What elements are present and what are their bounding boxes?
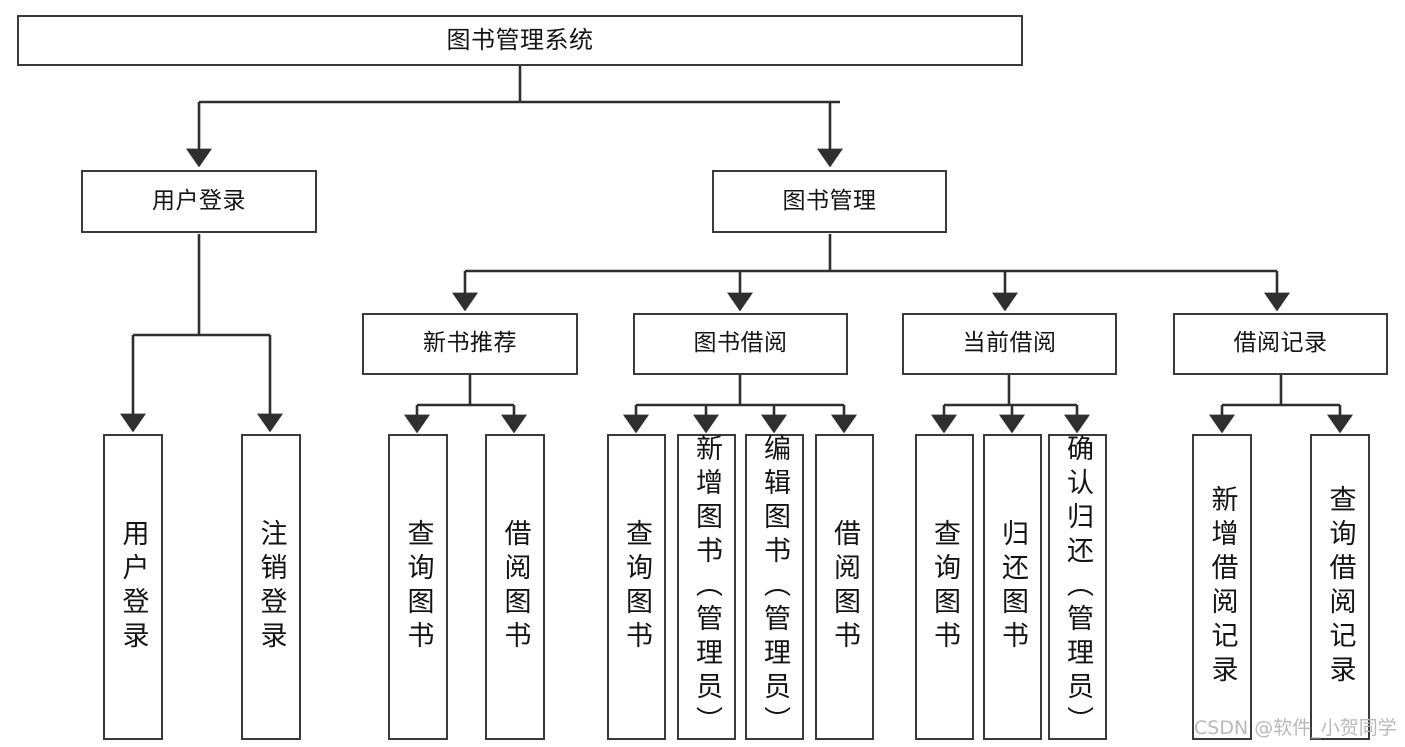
node-leaf-query-book-3[interactable]: 查询图书 — [915, 434, 974, 740]
node-leaf-query-record[interactable]: 查询借阅记录 — [1310, 434, 1370, 740]
node-current-borrow[interactable]: 当前借阅 — [902, 313, 1117, 375]
node-leaf-add-book-label: 新增图书（管理员） — [691, 434, 722, 740]
node-borrow-record-label: 借阅记录 — [1233, 330, 1328, 357]
node-user-login-label: 用户登录 — [152, 187, 246, 214]
node-leaf-edit-book-label: 编辑图书（管理员） — [759, 434, 790, 740]
node-leaf-query-book-3-label: 查询图书 — [929, 519, 960, 655]
node-leaf-query-book-1[interactable]: 查询图书 — [388, 434, 448, 740]
node-new-book-recommend[interactable]: 新书推荐 — [362, 313, 578, 375]
node-leaf-query-book-1-label: 查询图书 — [402, 519, 434, 655]
node-leaf-user-logout-label: 注销登录 — [255, 519, 287, 655]
node-book-borrow[interactable]: 图书借阅 — [633, 313, 848, 375]
node-leaf-user-login-label: 用户登录 — [117, 519, 149, 655]
node-leaf-borrow-book-2-label: 借阅图书 — [829, 519, 860, 655]
node-leaf-query-book-2[interactable]: 查询图书 — [607, 434, 666, 740]
node-borrow-record[interactable]: 借阅记录 — [1173, 313, 1388, 375]
node-leaf-add-book[interactable]: 新增图书（管理员） — [677, 434, 736, 740]
node-leaf-borrow-book-2[interactable]: 借阅图书 — [815, 434, 874, 740]
node-leaf-edit-book[interactable]: 编辑图书（管理员） — [745, 434, 804, 740]
node-leaf-user-login[interactable]: 用户登录 — [103, 434, 163, 740]
node-leaf-borrow-book-1-label: 借阅图书 — [499, 519, 531, 655]
node-leaf-return-book[interactable]: 归还图书 — [983, 434, 1042, 740]
node-leaf-borrow-book-1[interactable]: 借阅图书 — [485, 434, 545, 740]
node-book-manage[interactable]: 图书管理 — [712, 170, 947, 233]
node-book-borrow-label: 图书借阅 — [693, 330, 788, 357]
node-root[interactable]: 图书管理系统 — [17, 15, 1023, 66]
node-leaf-return-book-label: 归还图书 — [997, 519, 1028, 655]
node-leaf-confirm-return[interactable]: 确认归还（管理员） — [1048, 434, 1107, 740]
node-new-book-recommend-label: 新书推荐 — [423, 330, 517, 357]
node-book-manage-label: 图书管理 — [782, 187, 877, 214]
watermark-csdn: CSDN @软件_小贺同学 — [1194, 717, 1397, 739]
node-leaf-confirm-return-label: 确认归还（管理员） — [1062, 434, 1093, 740]
node-leaf-add-record-label: 新增借阅记录 — [1206, 485, 1238, 689]
node-leaf-query-book-2-label: 查询图书 — [621, 519, 652, 655]
node-current-borrow-label: 当前借阅 — [962, 330, 1057, 357]
node-leaf-user-logout[interactable]: 注销登录 — [241, 434, 301, 740]
node-user-login[interactable]: 用户登录 — [81, 170, 317, 233]
node-leaf-query-record-label: 查询借阅记录 — [1324, 485, 1356, 689]
node-leaf-add-record[interactable]: 新增借阅记录 — [1192, 434, 1252, 740]
node-root-label: 图书管理系统 — [446, 26, 594, 55]
